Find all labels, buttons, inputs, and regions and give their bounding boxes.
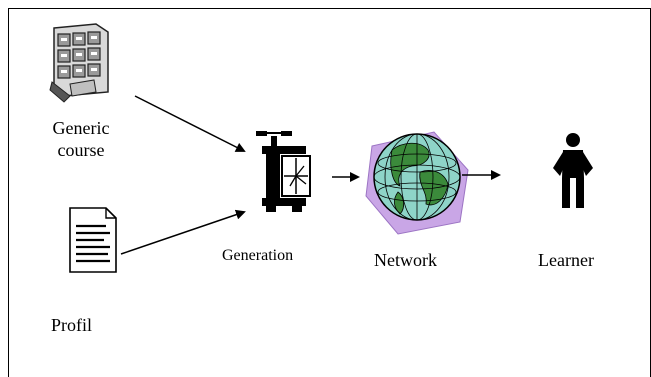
profil-label: Profil <box>51 315 93 335</box>
generation-label: Generation <box>222 247 294 264</box>
globe-icon <box>365 131 469 235</box>
generic-course-label-line2: course <box>57 140 105 160</box>
clamp-press-icon <box>256 131 311 212</box>
learner-label: Learner <box>538 250 594 270</box>
arrow-profil-to-generation <box>120 209 246 255</box>
network-label: Network <box>374 250 437 270</box>
generic-course-label: Generic course <box>36 117 126 161</box>
arrow-generic-course-to-generation <box>134 95 246 152</box>
file-cabinet-icon <box>49 23 109 103</box>
document-icon <box>69 207 117 273</box>
generic-course-label-line1: Generic <box>52 118 110 138</box>
person-icon <box>553 133 593 208</box>
